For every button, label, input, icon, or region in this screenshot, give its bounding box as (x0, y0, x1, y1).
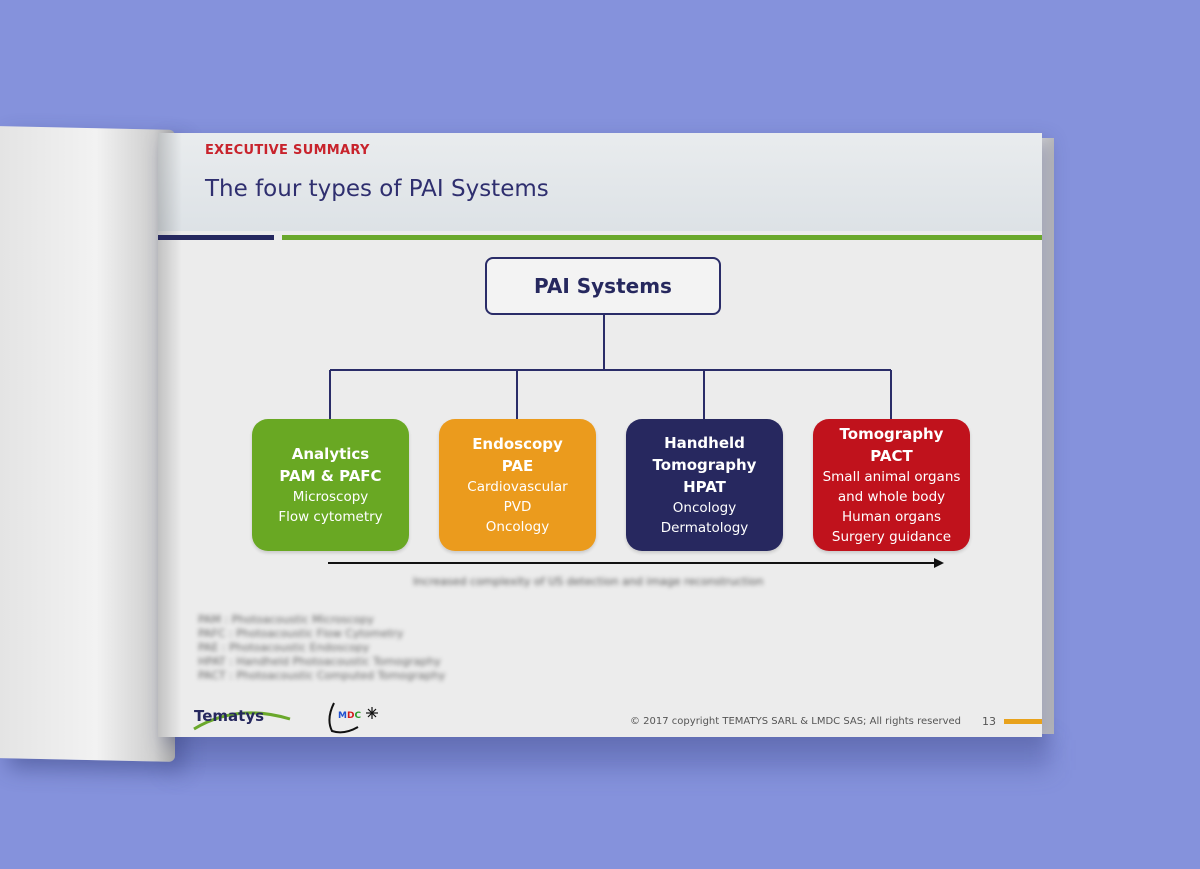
copyright-text: © 2017 copyright TEMATYS SARL & LMDC SAS… (630, 716, 962, 727)
root-node-label: PAI Systems (534, 274, 672, 298)
node-detail: Flow cytometry (278, 509, 383, 525)
abbreviation-notes: PAM : Photoacoustic Microscopy PAFC : Ph… (198, 613, 445, 683)
header-rule-green (282, 235, 1042, 240)
node-detail: PVD (503, 499, 532, 515)
node-detail: Microscopy (292, 489, 369, 505)
node-handheld-tomography: Handheld Tomography HPAT Oncology Dermat… (626, 419, 783, 551)
page-number-bar (1004, 719, 1042, 724)
node-analytics: Analytics PAM & PAFC Microscopy Flow cyt… (252, 419, 409, 551)
sparkle-icon (366, 707, 378, 719)
node-title-line: HPAT (683, 478, 726, 496)
node-tomography: Tomography PACT Small animal organs and … (813, 419, 970, 551)
note-line: PAM : Photoacoustic Microscopy (198, 613, 374, 626)
node-title-line: Analytics (291, 445, 370, 463)
page-edge (1040, 138, 1054, 734)
node-title-line: Tomography (652, 456, 757, 474)
note-line: PACT : Photoacoustic Computed Tomography (198, 669, 446, 682)
node-title-line: Endoscopy (472, 435, 563, 453)
node-detail: and whole body (837, 489, 946, 505)
arrow-caption: Increased complexity of US detection and… (413, 575, 764, 588)
node-detail: Cardiovascular (467, 479, 568, 495)
node-endoscopy: Endoscopy PAE Cardiovascular PVD Oncolog… (439, 419, 596, 551)
lmdc-letter: C (354, 711, 361, 721)
slide-page: EXECUTIVE SUMMARY The four types of PAI … (158, 133, 1042, 737)
left-page (0, 126, 175, 762)
note-line: PAE : Photoacoustic Endoscopy (198, 641, 370, 654)
note-line: HPAT : Handheld Photoacoustic Tomography (198, 655, 441, 668)
node-title-line: Tomography (839, 425, 944, 443)
svg-text:MDC: MDC (338, 711, 361, 721)
tematys-logo: Tematys (194, 707, 265, 725)
note-line: PAFC : Photoacoustic Flow Cytometry (198, 627, 404, 640)
node-title-line: Handheld (664, 434, 745, 452)
node-detail: Oncology (672, 500, 737, 516)
book-shadow (170, 740, 1050, 770)
node-title-line: PAE (501, 457, 534, 475)
node-title-line: PAM & PAFC (279, 467, 382, 485)
node-detail: Dermatology (660, 520, 749, 536)
lmdc-letter: M (338, 711, 347, 721)
lmdc-logo: MDC (328, 702, 378, 734)
complexity-arrow (328, 558, 944, 568)
page-spine-shadow (158, 133, 182, 737)
tematys-swoosh-icon (193, 711, 291, 731)
slide-title: The four types of PAI Systems (205, 176, 549, 202)
header-rule-navy (158, 235, 274, 240)
node-detail: Oncology (485, 519, 550, 535)
node-title-line: PACT (870, 447, 913, 465)
lmdc-letter: D (347, 711, 354, 721)
node-detail: Surgery guidance (831, 529, 952, 545)
node-detail: Small animal organs (822, 469, 961, 485)
section-label: EXECUTIVE SUMMARY (205, 143, 370, 158)
node-detail: Human organs (842, 509, 941, 525)
root-node: PAI Systems (485, 257, 721, 315)
tree-connectors (329, 315, 892, 419)
page-number: 13 (982, 715, 996, 728)
header-band (158, 133, 1042, 231)
